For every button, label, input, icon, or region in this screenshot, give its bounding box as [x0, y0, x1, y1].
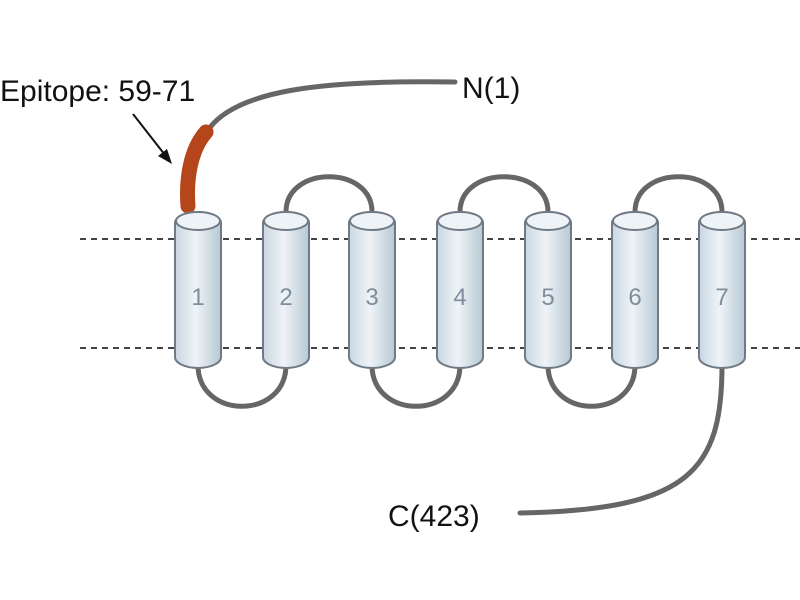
helix-1: 1 [174, 211, 222, 369]
loop-1-2 [195, 362, 289, 409]
loop-6-7 [632, 174, 725, 215]
helix-3: 3 [348, 211, 396, 369]
n-terminus-label: N(1) [462, 72, 520, 105]
c-terminal-tail [517, 362, 725, 516]
helix-number: 6 [628, 284, 641, 311]
loop-5-6 [545, 362, 638, 409]
epitope-label: Epitope: 59-71 [0, 75, 195, 108]
loop-4-5 [457, 174, 551, 215]
epitope-segment [180, 124, 214, 214]
helix-6: 6 [611, 211, 659, 369]
helix-4: 4 [436, 211, 484, 369]
helix-number: 2 [279, 284, 292, 311]
c-terminus-label: C(423) [388, 500, 480, 533]
helix-number: 7 [715, 284, 728, 311]
helix-number: 4 [453, 284, 466, 311]
helix-number: 1 [191, 284, 204, 311]
epitope-pointer-arrow [132, 113, 172, 164]
loop-2-3 [283, 174, 375, 215]
helix-2: 2 [262, 211, 310, 369]
loop-3-4 [369, 362, 463, 409]
helix-7: 7 [698, 211, 746, 369]
helix-number: 3 [365, 284, 378, 311]
helix-number: 5 [541, 284, 554, 311]
n-terminal-tail [202, 79, 458, 138]
helix-5: 5 [524, 211, 572, 369]
